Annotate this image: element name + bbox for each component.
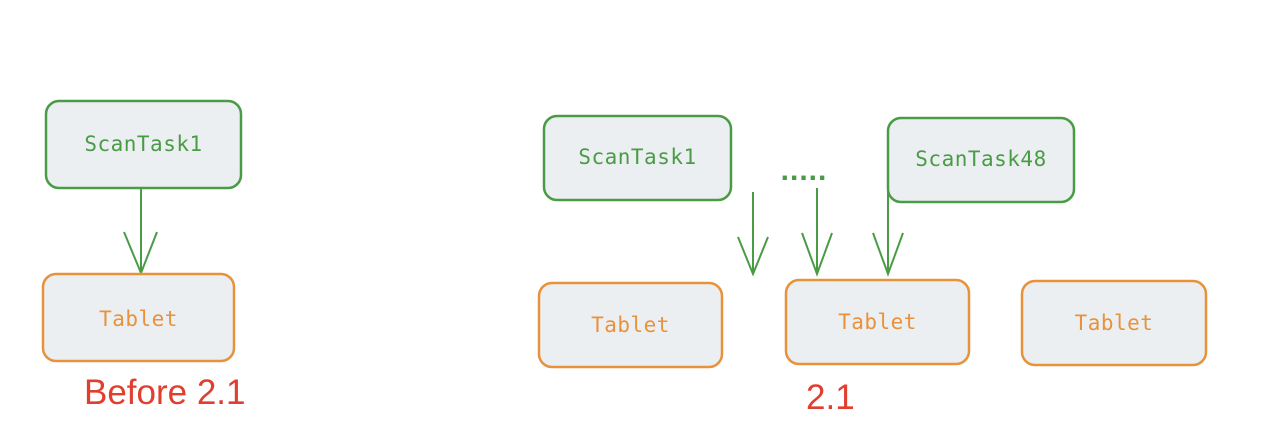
before-scantask1-label: ScanTask1 [84, 132, 202, 156]
after-scantask1-node: ScanTask1 [542, 114, 733, 202]
ellipsis: ..... [781, 154, 828, 187]
after-tablet-label-3: Tablet [1075, 311, 1154, 335]
before-section: ScanTask1 Tablet Before 2.1 [41, 99, 246, 412]
before-scantask1-node: ScanTask1 [44, 99, 243, 190]
after-tablet-label-2: Tablet [838, 310, 917, 334]
arrow-2 [801, 188, 833, 277]
after-tablet-node-3: Tablet [1020, 279, 1208, 367]
after-caption: 2.1 [806, 378, 855, 417]
before-tablet-label: Tablet [99, 307, 178, 331]
after-tablet-label-1: Tablet [591, 313, 670, 337]
after-section: ScanTask1 ..... ScanTask48 [537, 114, 1208, 417]
after-scantask48-label: ScanTask48 [915, 147, 1046, 171]
before-arrow [123, 188, 158, 276]
arrow-3 [872, 188, 904, 277]
before-caption: Before 2.1 [84, 373, 246, 412]
after-scantask1-label: ScanTask1 [578, 145, 696, 169]
arrow-1 [737, 192, 769, 277]
before-tablet-node: Tablet [41, 272, 236, 363]
after-tablet-node-2: Tablet [784, 278, 971, 366]
after-scantask48-node: ScanTask48 [886, 116, 1076, 204]
after-tablet-node-1: Tablet [537, 281, 724, 369]
